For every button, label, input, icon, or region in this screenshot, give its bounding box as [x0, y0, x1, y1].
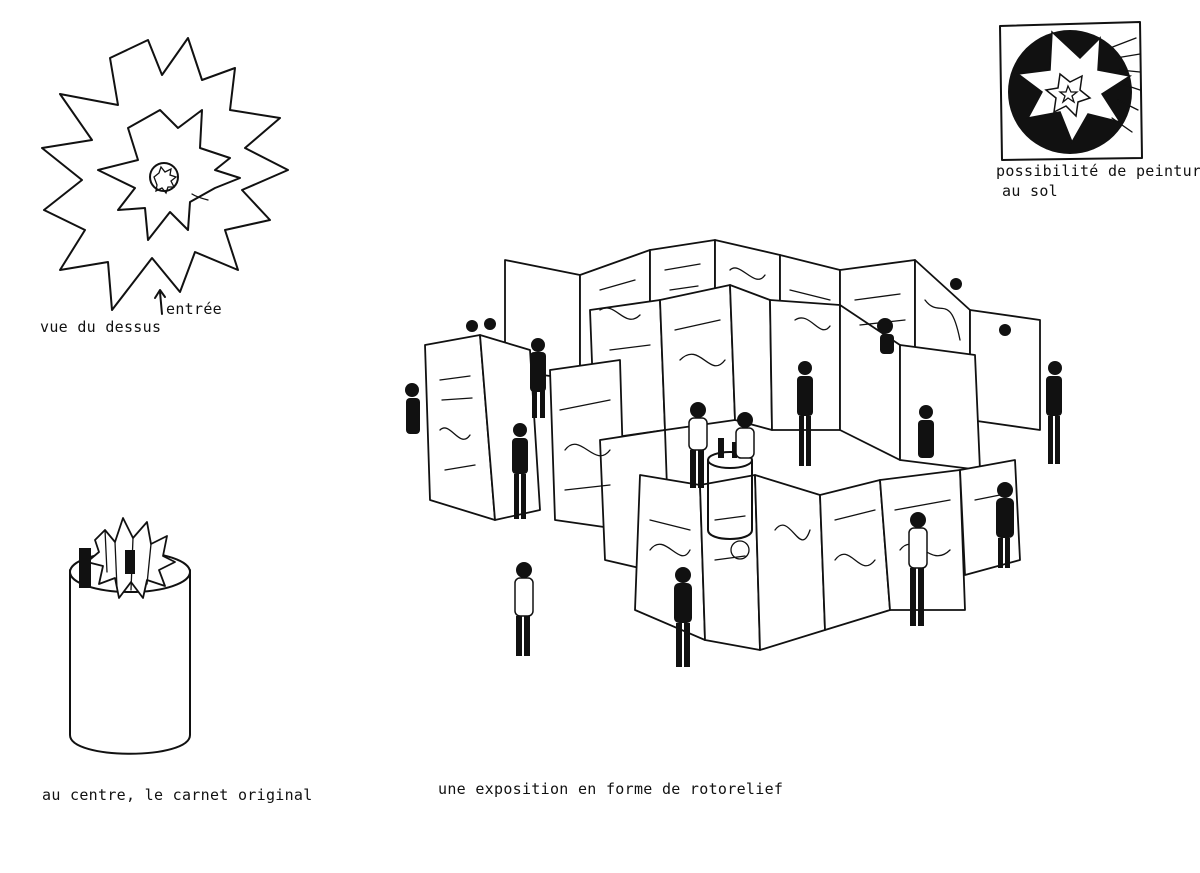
exhibition-labyrinth-drawing	[405, 239, 1062, 667]
label-floor-paintings-2: au sol	[1002, 182, 1058, 200]
floor-painting-drawing	[999, 21, 1143, 161]
label-center-notebook: au centre, le carnet original	[42, 786, 313, 804]
label-top-view: vue du dessus	[40, 318, 162, 336]
star-plan-drawing	[41, 37, 289, 311]
label-entrance: entrée	[166, 300, 222, 318]
entrance-arrow-icon	[154, 289, 166, 315]
label-exhibition: une exposition en forme de rotorelief	[438, 780, 784, 798]
label-floor-paintings-1: possibilité de peintures	[996, 162, 1200, 180]
pedestal-drawing	[69, 517, 191, 755]
